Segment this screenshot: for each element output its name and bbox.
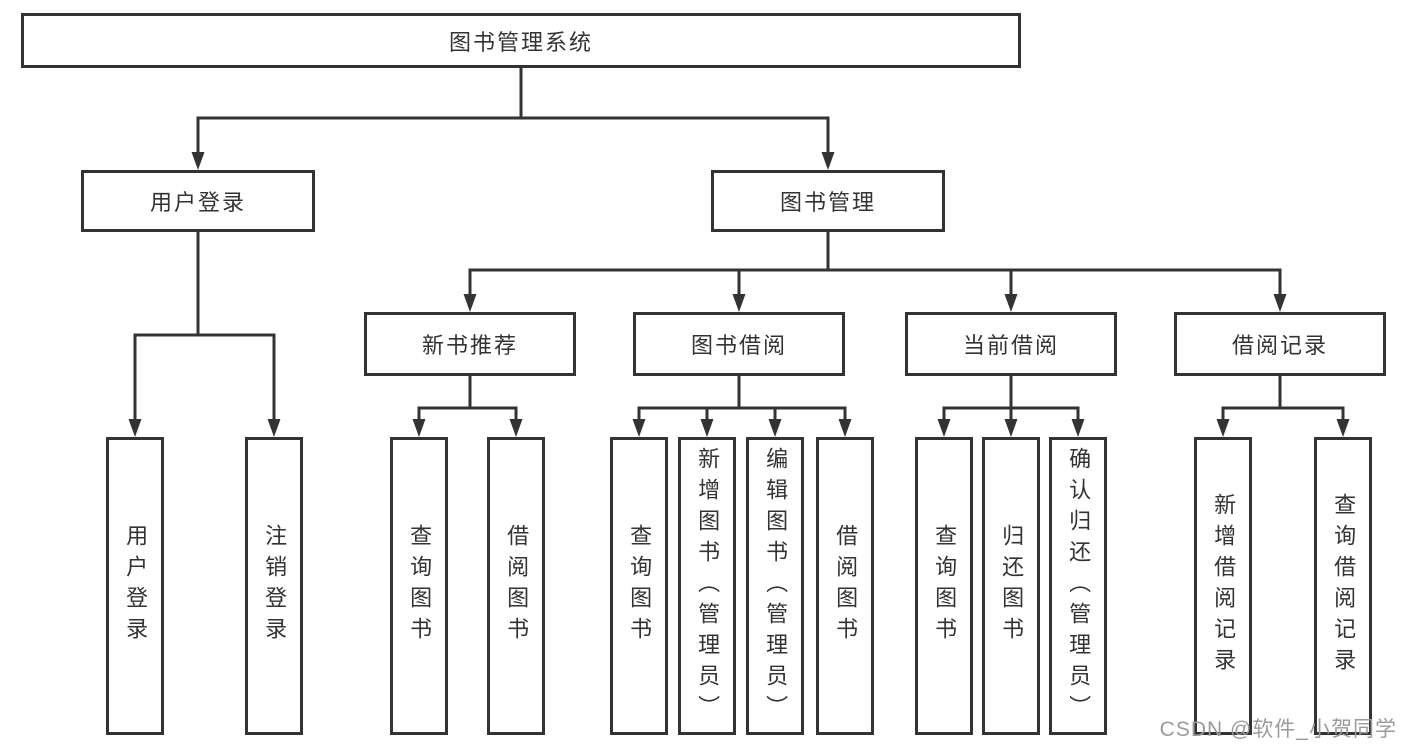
leaf-label: 归还图书 (999, 524, 1025, 648)
leaf-label: 新增图书（管理员） (695, 446, 721, 726)
leaf-logout: 注销登录 (245, 437, 303, 735)
node-book-borrowing: 图书借阅 (633, 312, 845, 376)
leaf-label: 新增借阅记录 (1211, 493, 1237, 679)
node-label: 借阅记录 (1231, 333, 1328, 358)
leaf-recommend-query-books: 查询图书 (390, 437, 448, 735)
node-library-system: 图书管理系统 (21, 13, 1021, 68)
leaf-records-query-record: 查询借阅记录 (1314, 437, 1372, 735)
leaf-label: 编辑图书（管理员） (763, 446, 789, 726)
csdn-watermark: CSDN @软件_小贺同学 (1159, 718, 1397, 741)
node-label: 图书管理系统 (448, 29, 593, 55)
leaf-user-login: 用户登录 (106, 437, 164, 735)
leaf-borrowing-add-books-admin: 新增图书（管理员） (678, 437, 736, 735)
leaf-borrowing-edit-books-admin: 编辑图书（管理员） (746, 437, 804, 735)
node-book-management: 图书管理 (711, 170, 945, 232)
leaf-label: 借阅图书 (504, 524, 530, 648)
node-user-login: 用户登录 (81, 170, 315, 232)
node-borrowing-records: 借阅记录 (1174, 312, 1386, 376)
leaf-label: 查询借阅记录 (1331, 493, 1357, 679)
node-label: 图书管理 (779, 190, 876, 215)
leaf-current-query-books: 查询图书 (915, 437, 973, 735)
leaf-borrowing-borrow-books: 借阅图书 (816, 437, 874, 735)
leaf-label: 查询图书 (627, 524, 653, 648)
leaf-label: 查询图书 (932, 524, 958, 648)
node-new-book-recommend: 新书推荐 (364, 312, 576, 376)
leaf-label: 确认归还（管理员） (1066, 446, 1092, 726)
node-label: 当前借阅 (962, 333, 1059, 358)
leaf-current-confirm-return-admin: 确认归还（管理员） (1049, 437, 1107, 735)
node-current-borrowing: 当前借阅 (905, 312, 1117, 376)
leaf-label: 查询图书 (407, 524, 433, 648)
leaf-current-return-books: 归还图书 (982, 437, 1040, 735)
leaf-label: 借阅图书 (833, 524, 859, 648)
leaf-recommend-borrow-books: 借阅图书 (487, 437, 545, 735)
node-label: 图书借阅 (690, 333, 787, 358)
leaf-records-add-record: 新增借阅记录 (1194, 437, 1252, 735)
leaf-borrowing-query-books: 查询图书 (610, 437, 668, 735)
node-label: 用户登录 (149, 190, 246, 215)
leaf-label: 用户登录 (123, 524, 149, 648)
leaf-label: 注销登录 (262, 524, 288, 648)
node-label: 新书推荐 (421, 333, 518, 358)
